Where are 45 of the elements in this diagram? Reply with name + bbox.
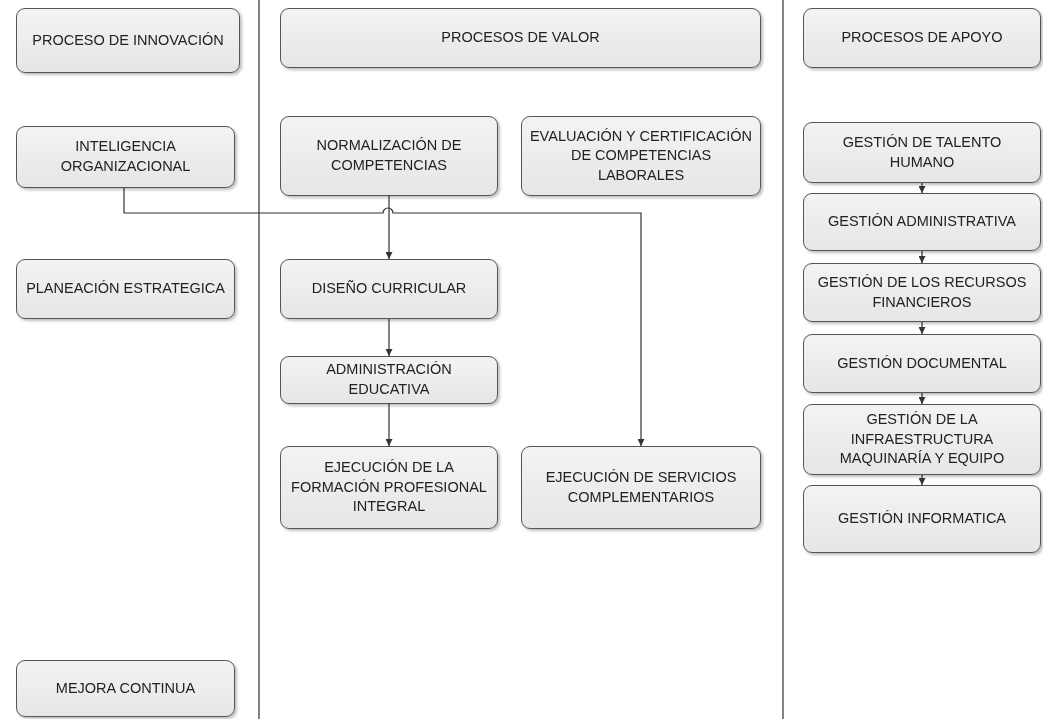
process-box bbox=[16, 8, 240, 73]
process-label: PROCESOS DE VALOR bbox=[441, 28, 600, 48]
process-label: PROCESOS DE APOYO bbox=[841, 28, 1003, 48]
process-label: EJECUCIÓN DE SERVICIOS COMPLEMENTARIOS bbox=[544, 467, 738, 507]
process-label: GESTIÓN ADMINISTRATIVA bbox=[828, 212, 1016, 232]
process-box bbox=[803, 263, 1041, 322]
process-box bbox=[16, 126, 235, 188]
process-label: INTELIGENCIA ORGANIZACIONAL bbox=[59, 137, 192, 176]
process-label: NORMALIZACIÓN DE COMPETENCIAS bbox=[315, 136, 463, 175]
process-label: GESTIÓN DOCUMENTAL bbox=[837, 353, 1007, 373]
process-label: ADMINISTRACIÓN EDUCATIVA bbox=[325, 360, 453, 399]
process-box bbox=[280, 116, 498, 196]
arrow bbox=[385, 318, 393, 357]
process-box bbox=[16, 259, 235, 319]
process-label: PROCESO DE INNOVACIÓN bbox=[32, 30, 224, 50]
process-label: PLANEACIÓN ESTRATEGICA bbox=[26, 279, 225, 299]
arrow bbox=[918, 182, 926, 194]
process-box bbox=[16, 660, 235, 717]
arrow bbox=[385, 195, 393, 260]
arrow bbox=[385, 403, 393, 447]
process-box bbox=[280, 446, 498, 529]
arrow bbox=[918, 250, 926, 264]
process-box bbox=[521, 116, 761, 196]
process-label: GESTIÓN DE LOS RECURSOS FINANCIEROS bbox=[816, 272, 1028, 312]
process-label: DISEÑO CURRICULAR bbox=[311, 279, 467, 299]
process-box bbox=[803, 404, 1041, 475]
process-box bbox=[280, 356, 498, 404]
process-label: EJECUCIÓN DE LA FORMACIÓN PROFESIONAL INTEGRAL bbox=[290, 458, 488, 517]
arrow bbox=[918, 321, 926, 335]
process-box bbox=[521, 446, 761, 529]
process-box bbox=[280, 259, 498, 319]
process-label: MEJORA CONTINUA bbox=[55, 678, 196, 698]
arrow bbox=[918, 474, 926, 486]
process-label: GESTIÓN DE LA INFRAESTRUCTURA MAQUINARÍA Y EQUIPO bbox=[838, 410, 1006, 469]
arrow bbox=[123, 187, 645, 447]
process-box bbox=[803, 193, 1041, 251]
process-box bbox=[803, 334, 1041, 393]
process-box bbox=[803, 122, 1041, 183]
process-label: EVALUACIÓN Y CERTIFICACIÓN DE COMPETENCIAS LABORALES bbox=[528, 126, 754, 185]
arrow bbox=[918, 392, 926, 405]
process-label: GESTIÓN DE TALENTO HUMANO bbox=[841, 132, 1003, 172]
process-box bbox=[803, 485, 1041, 553]
process-box bbox=[280, 8, 761, 68]
process-box bbox=[803, 8, 1041, 68]
process-label: GESTIÓN INFORMATICA bbox=[837, 509, 1007, 529]
